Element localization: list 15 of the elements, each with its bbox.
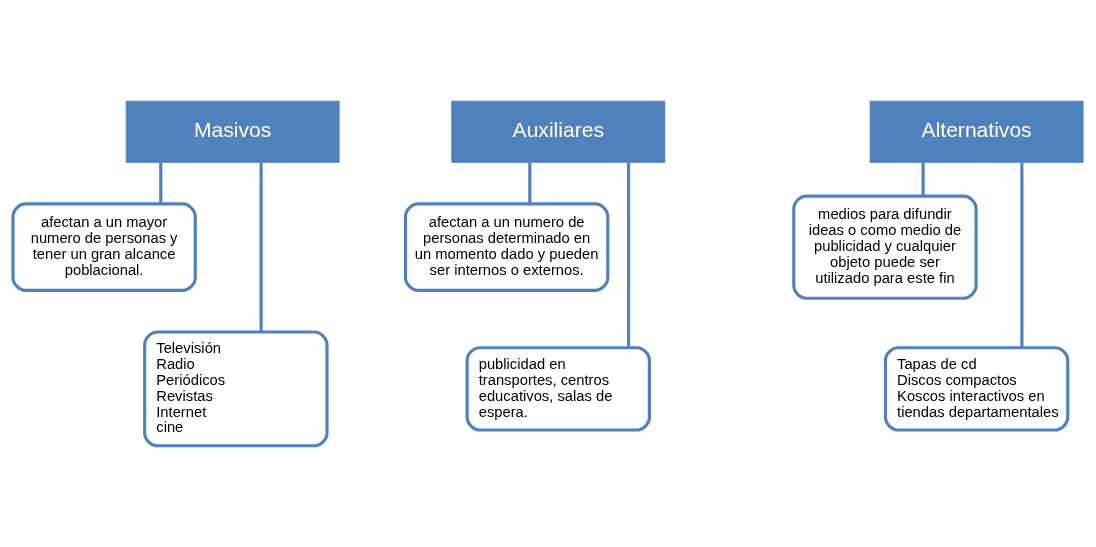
node-box: Televisión Radio Periódicos Revistas Internet cine	[143, 330, 329, 448]
node-box: afectan a un mayor numero de personas y tener un gran alcance poblacional.	[11, 202, 197, 292]
node-box: afectan a un numero de personas determinado en un momento dado y pueden ser internos o externos.	[403, 202, 610, 292]
connector	[159, 162, 163, 204]
node-box: Masivos	[125, 100, 340, 163]
node-box: publicidad en transportes, centros educativos, salas de espera.	[465, 346, 651, 432]
connector	[259, 162, 263, 332]
connector	[528, 162, 532, 204]
connector	[1020, 162, 1024, 348]
node-box: Auxiliares	[451, 100, 666, 163]
connector	[627, 162, 631, 348]
node-box: Tapas de cd Discos compactos Koscos interactivos en tiendas departamentales	[883, 346, 1070, 432]
node-box: medios para difundir ideas o como medio de publicidad y cualquier objeto puede ser utilizado para este fin	[792, 194, 978, 300]
connector	[921, 162, 925, 196]
node-box: Alternativos	[869, 100, 1084, 163]
